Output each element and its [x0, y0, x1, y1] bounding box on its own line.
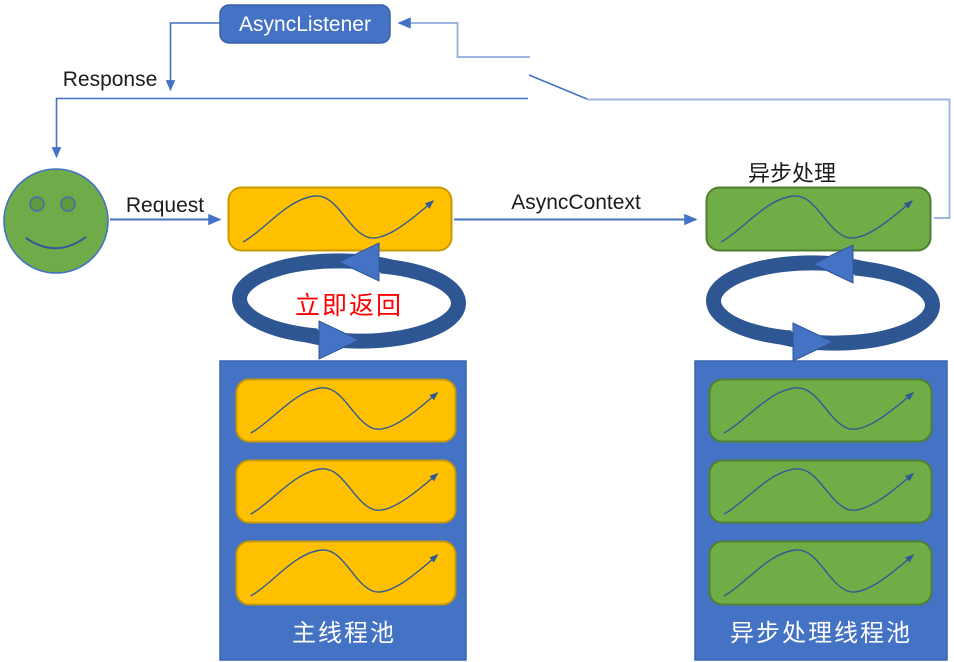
async-thread-pool-label: 异步处理线程池 [730, 620, 912, 647]
thread-box [236, 379, 455, 441]
cycle-arrows-icon [714, 245, 933, 361]
listener-response-drop-connector [165, 22, 220, 92]
async-thread-pool: 异步处理线程池 [694, 360, 948, 661]
thread-box [709, 460, 931, 522]
async-listener-node: AsyncListener [219, 4, 391, 44]
async-listener-box [219, 4, 391, 44]
main-thread-pool-label: 主线程池 [292, 620, 396, 647]
async-context-label: AsyncContext [511, 191, 641, 214]
main-thread-pool: 主线程池 [219, 360, 467, 661]
thread-box [236, 542, 455, 605]
smiley-left-eye [29, 196, 45, 212]
immediate-return-label: 立即返回 [295, 292, 403, 320]
async-task-box [707, 188, 931, 251]
smiley-face-icon [3, 168, 109, 274]
smiley-mouth [25, 236, 87, 250]
switch-blade-connector [528, 74, 588, 100]
response-connector [51, 97, 528, 159]
request-label: Request [126, 194, 204, 217]
async-listener-label: AsyncListener [239, 13, 371, 36]
smiley-head [3, 168, 109, 274]
thread-box [709, 542, 931, 605]
listener-return-connector [397, 17, 530, 58]
response-label: Response [63, 68, 158, 91]
request-task-box [229, 188, 452, 251]
response-return-connector-right [587, 98, 951, 219]
thread-box [709, 379, 931, 441]
async-processing-label: 异步处理 [748, 161, 836, 186]
smiley-right-eye [60, 196, 76, 212]
thread-box [236, 460, 455, 522]
